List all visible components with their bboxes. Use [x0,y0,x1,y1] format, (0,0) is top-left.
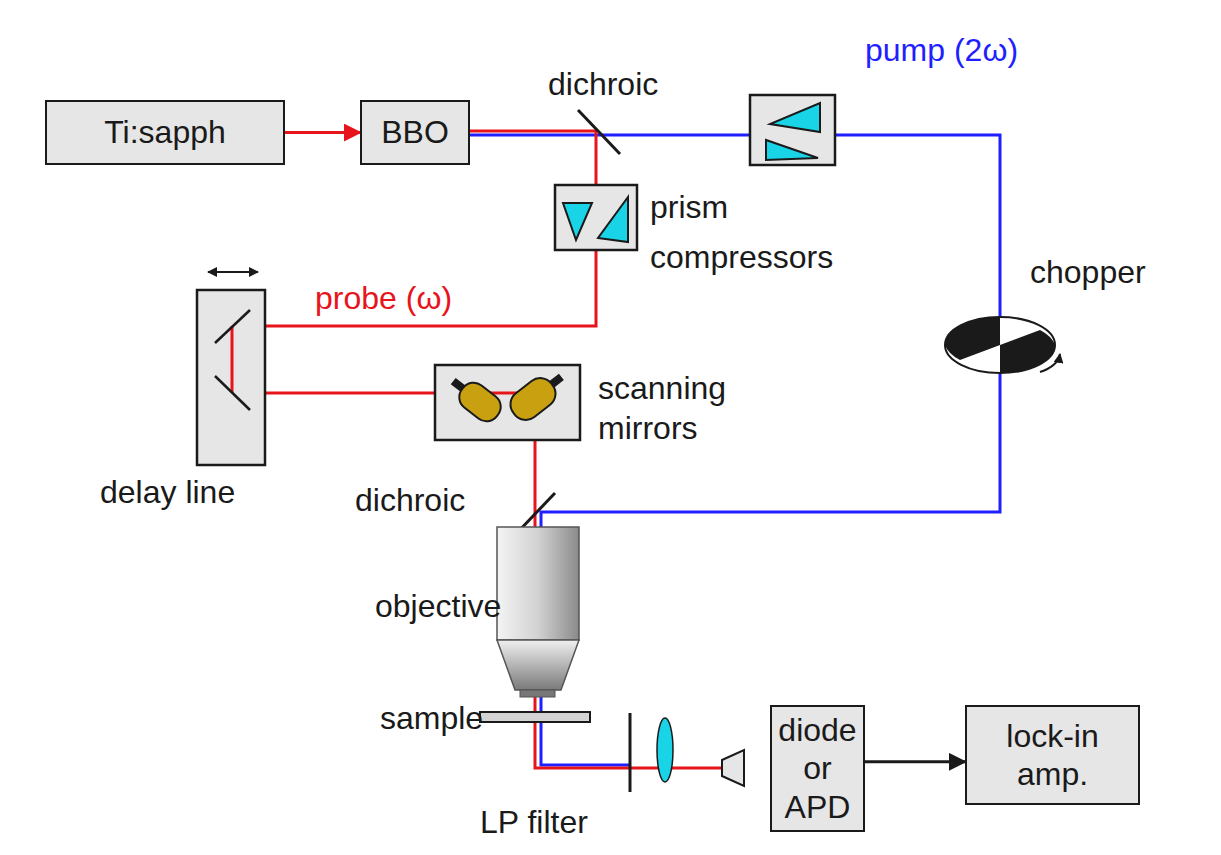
prism-compressor [555,185,637,250]
box-text: diode or APD [778,711,857,826]
laser-box: Ti:sapph [45,100,285,165]
signal-arrow [285,131,360,134]
text-wrap: lock-in amp. [973,717,1132,794]
box-text: BBO [381,113,449,151]
sample-slide [480,712,590,722]
component-label: chopper [1030,250,1146,295]
lp-filter [629,713,632,792]
prism-compressor [750,95,835,165]
crystal-box: BBO [360,100,470,165]
component-label: dichroic [355,478,465,523]
scanning-mirrors [435,365,580,440]
signal-arrow [865,760,965,763]
text-wrap: diode or APD [778,711,857,826]
component-label: objective [375,584,501,629]
text-wrap: BBO [381,113,449,151]
component-label: prism compressors [650,183,880,282]
dichroic-mirror [578,110,620,154]
component-label: dichroic [548,62,658,107]
detector-box: diode or APD [770,705,865,832]
component-label: scanning mirrors [598,368,788,448]
objective-lens [497,527,579,697]
component-label: sample [380,696,483,741]
chopper-wheel [945,317,1060,373]
text-wrap: Ti:sapph [104,113,226,151]
amplifier-box: lock-in amp. [965,705,1140,805]
beam-label: probe (ω) [315,276,452,321]
pump-beam [470,135,1000,765]
focusing-lens [657,718,673,782]
detector-window [722,750,744,786]
beam-label: pump (2ω) [865,28,1018,73]
component-label: LP filter [480,800,588,845]
box-text: lock-in amp. [973,717,1132,794]
box-text: Ti:sapph [104,113,226,151]
component-label: delay line [100,470,235,515]
delay-line [197,272,265,465]
probe-beam [232,131,725,768]
